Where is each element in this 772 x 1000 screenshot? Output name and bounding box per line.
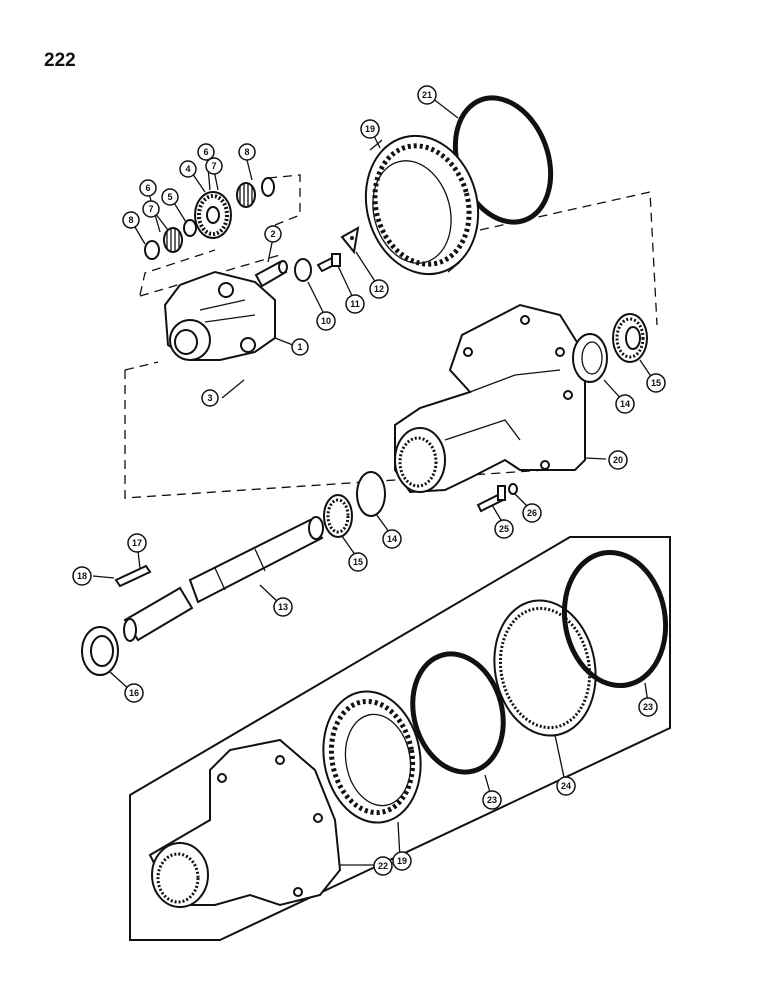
washer-26 bbox=[508, 483, 518, 495]
callout-5: 5 bbox=[161, 188, 179, 206]
washer-8-right bbox=[261, 177, 275, 197]
svg-text:26: 26 bbox=[527, 508, 537, 518]
washer-10 bbox=[294, 258, 312, 282]
svg-text:3: 3 bbox=[207, 393, 212, 403]
callouts: 21 19 6 8 7 4 6 7 5 8 2 12 11 10 1 3 15 … bbox=[72, 85, 666, 876]
washer-8-left bbox=[144, 240, 160, 260]
callout-17: 17 bbox=[127, 533, 147, 553]
callout-8: 8 bbox=[238, 143, 256, 161]
callout-15: 15 bbox=[348, 552, 368, 572]
svg-text:24: 24 bbox=[561, 781, 571, 791]
svg-text:1: 1 bbox=[297, 342, 302, 352]
o-ring-23-left bbox=[410, 651, 506, 775]
callout-11: 11 bbox=[345, 294, 365, 314]
o-ring-23-right bbox=[561, 549, 669, 689]
seal-16 bbox=[81, 626, 119, 676]
bearing-cup-14-lower bbox=[356, 471, 386, 517]
callout-6: 6 bbox=[197, 143, 215, 161]
bearing-cone-15-lower bbox=[323, 494, 353, 538]
svg-text:15: 15 bbox=[651, 378, 661, 388]
svg-text:12: 12 bbox=[374, 284, 384, 294]
callout-14: 14 bbox=[382, 529, 402, 549]
svg-text:8: 8 bbox=[128, 215, 133, 225]
svg-text:23: 23 bbox=[487, 795, 497, 805]
svg-text:11: 11 bbox=[350, 299, 360, 309]
callout-3: 3 bbox=[201, 389, 219, 407]
callout-26: 26 bbox=[522, 503, 542, 523]
friction-disc-24 bbox=[493, 599, 597, 737]
svg-text:5: 5 bbox=[167, 192, 172, 202]
lock-plate-12 bbox=[340, 226, 360, 255]
svg-text:25: 25 bbox=[499, 524, 509, 534]
svg-text:7: 7 bbox=[211, 161, 216, 171]
svg-text:13: 13 bbox=[278, 602, 288, 612]
bearing-cone-15-upper bbox=[612, 313, 648, 363]
axle-shaft-13 bbox=[123, 516, 324, 642]
callout-19: 19 bbox=[360, 119, 380, 139]
callout-23: 23 bbox=[638, 697, 658, 717]
callout-12: 12 bbox=[369, 279, 389, 299]
callout-25: 25 bbox=[494, 519, 514, 539]
callout-22: 22 bbox=[373, 856, 393, 876]
svg-text:23: 23 bbox=[643, 702, 653, 712]
svg-text:19: 19 bbox=[365, 124, 375, 134]
svg-text:14: 14 bbox=[620, 399, 630, 409]
callout-8: 8 bbox=[122, 211, 140, 229]
key-17 bbox=[114, 564, 152, 588]
callout-20: 20 bbox=[608, 450, 628, 470]
svg-text:6: 6 bbox=[203, 147, 208, 157]
svg-text:8: 8 bbox=[244, 147, 249, 157]
callout-16: 16 bbox=[124, 683, 144, 703]
bearing-rollers-7-left bbox=[163, 227, 183, 253]
svg-text:19: 19 bbox=[397, 856, 407, 866]
callout-2: 2 bbox=[264, 225, 282, 243]
callout-10: 10 bbox=[316, 311, 336, 331]
callout-23: 23 bbox=[482, 790, 502, 810]
svg-text:4: 4 bbox=[185, 164, 190, 174]
svg-text:22: 22 bbox=[378, 861, 388, 871]
planet-gear-4 bbox=[194, 191, 232, 239]
svg-text:15: 15 bbox=[353, 557, 363, 567]
callout-4: 4 bbox=[179, 160, 197, 178]
ring-gear-19-lower bbox=[322, 690, 422, 824]
svg-text:17: 17 bbox=[132, 538, 142, 548]
callout-7: 7 bbox=[205, 157, 223, 175]
callout-24: 24 bbox=[556, 776, 576, 796]
callout-19: 19 bbox=[392, 851, 412, 871]
callout-7: 7 bbox=[142, 200, 160, 218]
callout-18: 18 bbox=[72, 566, 92, 586]
housing-20 bbox=[394, 303, 586, 494]
ring-gear-19-upper bbox=[364, 134, 480, 276]
callout-1: 1 bbox=[291, 338, 309, 356]
callout-13: 13 bbox=[273, 597, 293, 617]
callout-6: 6 bbox=[139, 179, 157, 197]
svg-text:6: 6 bbox=[145, 183, 150, 193]
callout-21: 21 bbox=[417, 85, 437, 105]
svg-text:16: 16 bbox=[129, 688, 139, 698]
page-number: 222 bbox=[44, 50, 76, 71]
svg-text:21: 21 bbox=[422, 90, 432, 100]
svg-text:14: 14 bbox=[387, 534, 397, 544]
svg-text:2: 2 bbox=[270, 229, 275, 239]
callout-14: 14 bbox=[615, 394, 635, 414]
housing-22 bbox=[148, 738, 342, 908]
planet-carrier-1 bbox=[163, 270, 276, 361]
svg-text:7: 7 bbox=[148, 204, 153, 214]
svg-text:20: 20 bbox=[613, 455, 623, 465]
callout-15: 15 bbox=[646, 373, 666, 393]
bearing-rollers-7-right bbox=[236, 182, 256, 208]
assembly-frame bbox=[129, 536, 671, 941]
spacer-5 bbox=[183, 219, 197, 237]
svg-text:18: 18 bbox=[77, 571, 87, 581]
svg-text:10: 10 bbox=[321, 316, 331, 326]
